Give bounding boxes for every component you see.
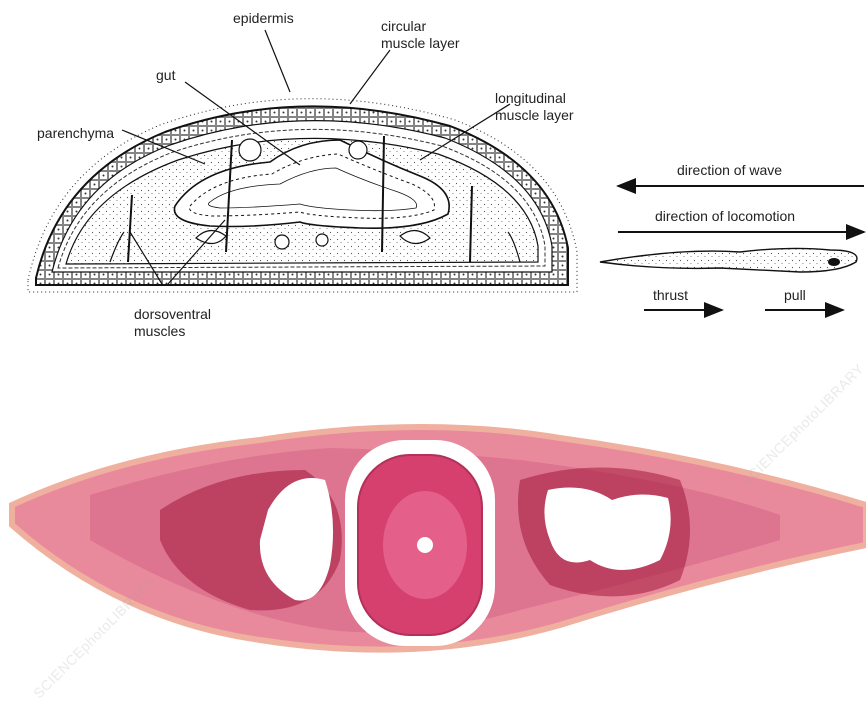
label-thrust: thrust <box>653 287 688 303</box>
worm-outline <box>600 248 857 272</box>
label-circular-2: muscle layer <box>381 35 460 51</box>
micrograph <box>12 427 866 650</box>
label-direction-of-wave: direction of wave <box>677 162 782 178</box>
label-dorsoventral: dorsoventral <box>134 306 211 322</box>
label-epidermis: epidermis <box>233 10 294 26</box>
label-circular: circular <box>381 18 426 34</box>
label-gut: gut <box>156 67 175 83</box>
organ <box>275 235 289 249</box>
organ <box>316 234 328 246</box>
label-pull: pull <box>784 287 806 303</box>
label-longitudinal-2: muscle layer <box>495 107 574 123</box>
locomotion-diagram <box>600 186 864 310</box>
label-direction-of-locomotion: direction of locomotion <box>655 208 795 224</box>
organ <box>349 141 367 159</box>
pharynx-lumen <box>417 537 433 553</box>
worm-eye <box>828 258 840 266</box>
label-longitudinal: longitudinal <box>495 90 566 106</box>
label-parenchyma: parenchyma <box>37 125 114 141</box>
label-dorsoventral-2: muscles <box>134 323 185 339</box>
right-gut-lumen <box>544 488 670 570</box>
organ <box>239 139 261 161</box>
